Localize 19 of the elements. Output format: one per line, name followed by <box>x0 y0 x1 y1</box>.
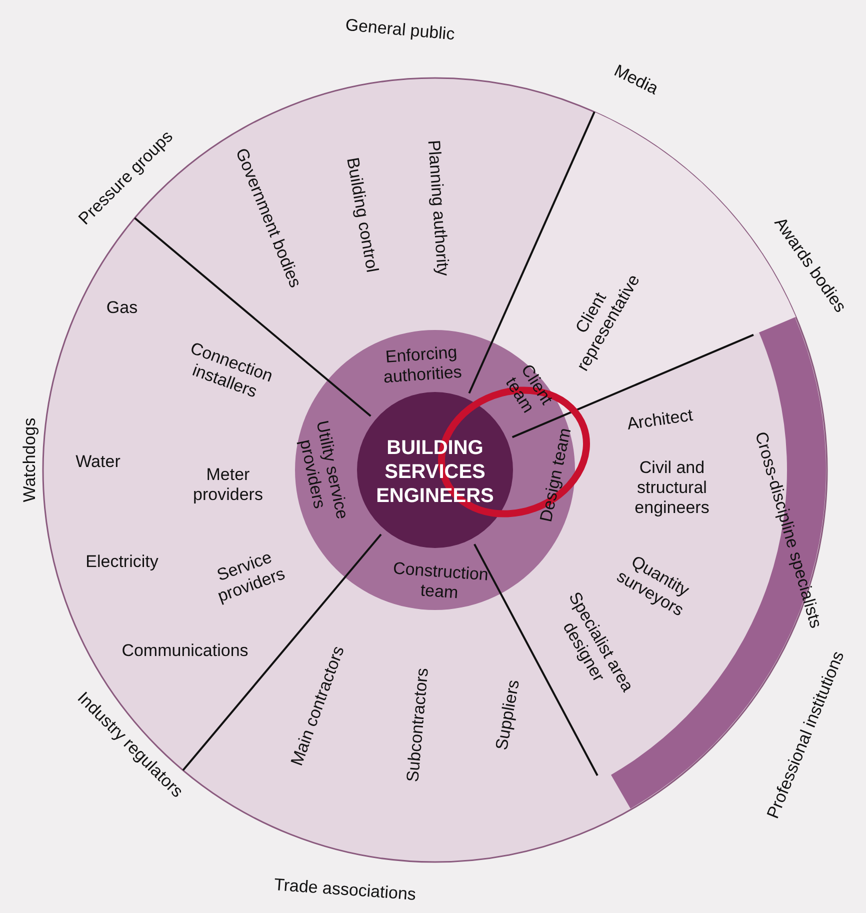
ring-segment-label: Enforcing authorities <box>356 340 488 390</box>
sector-label: Communications <box>122 641 248 661</box>
sector-label: Water <box>76 452 120 472</box>
center-title: BUILDING SERVICES ENGINEERS <box>375 436 495 508</box>
ring-segment-label: Design team <box>536 424 576 526</box>
sector-label: Civil and structural engineers <box>634 458 710 518</box>
ring-segment-label: Construction team <box>374 558 506 606</box>
sector-label: Electricity <box>86 552 158 572</box>
sector-label: Trade associations <box>273 875 417 905</box>
ring-segment-label: Utility service providers <box>290 409 354 535</box>
sector-label: Building control <box>342 156 382 274</box>
sector-label: General public <box>344 15 456 45</box>
sector-label: Architect <box>626 406 694 434</box>
sector-label: Suppliers <box>492 678 524 752</box>
sector-label: Gas <box>106 298 138 318</box>
sector-label: Meter providers <box>192 465 264 505</box>
sector-label: Watchdogs <box>20 418 40 502</box>
sector-label: Planning authority <box>423 139 453 277</box>
sector-label: Subcontractors <box>403 667 433 783</box>
